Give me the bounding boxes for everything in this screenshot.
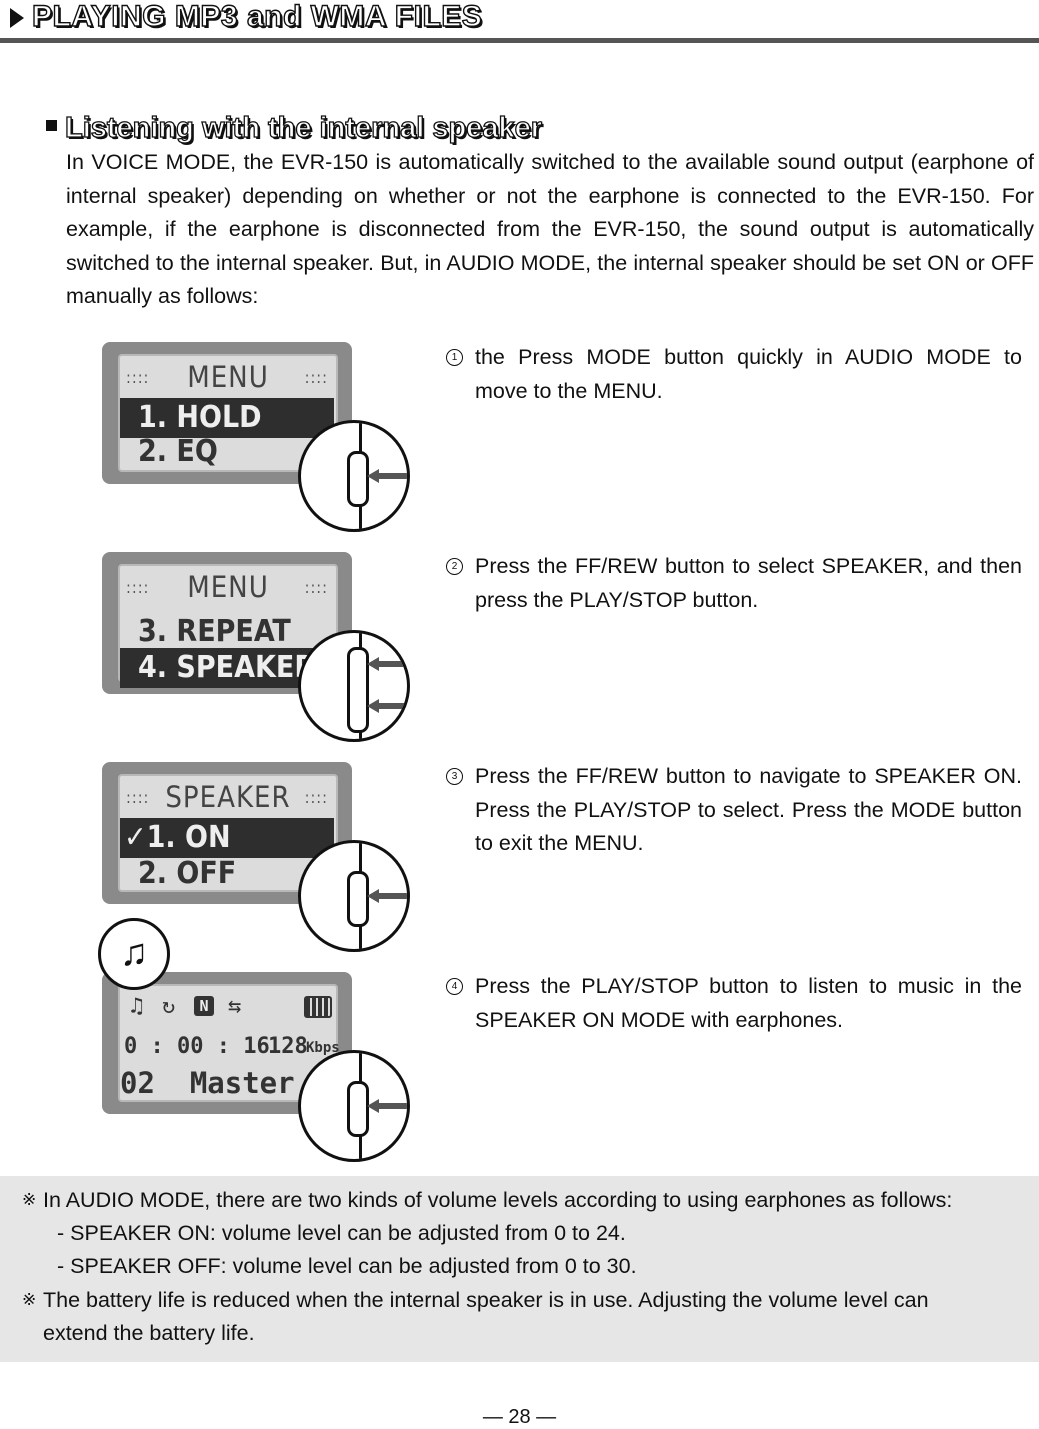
- note-line: The battery life is reduced when the int…: [43, 1288, 929, 1312]
- note-line: - SPEAKER OFF: volume level can be adjus…: [57, 1254, 637, 1278]
- bitrate-unit: Kbps: [306, 1040, 340, 1056]
- press-arrow-icon: [367, 1099, 407, 1113]
- play-stop-button: [347, 1081, 369, 1137]
- header-rule: [0, 38, 1039, 43]
- notes-box: ※ In AUDIO MODE, there are two kinds of …: [0, 1176, 1039, 1362]
- step-text: Press the FF/REW button to select SPEAKE…: [475, 554, 1022, 612]
- lcd-screen-menu-hold: :::: MENU :::: 1. HOLD 2. EQ: [102, 342, 352, 484]
- lcd-screen-playing: ♫ ↻ N ⇆ 0 : 00 : 16 128 Kbps 02 Master O: [102, 972, 352, 1114]
- mode-button-callout: [298, 420, 410, 532]
- ff-rew-button: [347, 647, 369, 733]
- step-3: 3 Press the FF/REW button to navigate to…: [446, 760, 1022, 861]
- bitrate-value: 128: [268, 1034, 308, 1059]
- lcd-dots: ::::: [304, 788, 328, 807]
- music-note-badge-icon: ♫: [98, 918, 170, 990]
- press-arrow-icon: [367, 889, 407, 903]
- step-text: Press the FF/REW button to navigate to S…: [475, 764, 1022, 856]
- step-number: 2: [446, 558, 463, 575]
- note-line: In AUDIO MODE, there are two kinds of vo…: [43, 1188, 953, 1212]
- reference-mark-icon: ※: [22, 1290, 37, 1309]
- play-stop-button-callout: [298, 1050, 410, 1162]
- lcd-dots: ::::: [126, 368, 150, 387]
- intro-paragraph: In VOICE MODE, the EVR-150 is automatica…: [66, 150, 1034, 309]
- lcd-heading: MENU: [187, 360, 269, 394]
- repeat-icon: ↻: [162, 994, 176, 1019]
- mode-badge: N: [194, 996, 214, 1016]
- play-triangle-icon: [10, 8, 24, 28]
- bullet-square-icon: [46, 120, 57, 131]
- step-2: 2 Press the FF/REW button to select SPEA…: [446, 550, 1022, 617]
- step-text: the Press MODE button quickly in AUDIO M…: [475, 345, 1022, 403]
- page-number: — 28 —: [482, 1406, 557, 1428]
- step-number: 1: [446, 349, 463, 366]
- step-text: Press the PLAY/STOP button to listen to …: [475, 974, 1022, 1032]
- music-note-icon: ♫: [130, 994, 144, 1019]
- lcd-row-selected: 1. HOLD: [120, 398, 334, 438]
- note-line: - SPEAKER ON: volume level can be adjust…: [57, 1221, 626, 1245]
- mode-button-callout: [298, 840, 410, 952]
- reference-mark-icon: ※: [22, 1190, 37, 1209]
- lcd-dots: ::::: [126, 788, 150, 807]
- lcd-heading: SPEAKER: [165, 780, 291, 814]
- step-1: 1 the Press MODE button quickly in AUDIO…: [446, 341, 1022, 408]
- lcd-row: 2. OFF: [138, 856, 237, 891]
- page-title: PLAYING MP3 and WMA FILES: [31, 0, 483, 34]
- page-header: PLAYING MP3 and WMA FILES: [0, 0, 1039, 44]
- section-title: Listening with the internal speaker: [64, 111, 542, 144]
- lcd-row: 2. EQ: [138, 434, 218, 469]
- lcd-heading: MENU: [187, 570, 269, 604]
- shuffle-icon: ⇆: [228, 994, 242, 1019]
- lcd-dots: ::::: [126, 578, 150, 597]
- press-arrow-icon: [367, 469, 407, 483]
- lcd-screen-menu-speaker: :::: MENU :::: 3. REPEAT 4. SPEAKER: [102, 552, 352, 694]
- lcd-row-selected: ✓1. ON: [120, 818, 334, 858]
- battery-icon: [304, 996, 332, 1018]
- step-4: 4 Press the PLAY/STOP button to listen t…: [446, 970, 1022, 1037]
- press-arrow-icon: [367, 657, 407, 671]
- lcd-dots: ::::: [304, 578, 328, 597]
- note-line: extend the battery life.: [43, 1321, 255, 1345]
- mode-button: [347, 871, 369, 927]
- step-number: 4: [446, 978, 463, 995]
- lcd-dots: ::::: [304, 368, 328, 387]
- press-arrow-icon: [367, 699, 407, 713]
- step-number: 3: [446, 768, 463, 785]
- elapsed-time: 0 : 00 : 16: [124, 1034, 270, 1059]
- ff-rew-button-callout: [298, 630, 410, 742]
- lcd-row: 3. REPEAT: [138, 614, 291, 649]
- mode-button: [347, 451, 369, 507]
- section-heading: Listening with the internal speaker: [46, 111, 543, 145]
